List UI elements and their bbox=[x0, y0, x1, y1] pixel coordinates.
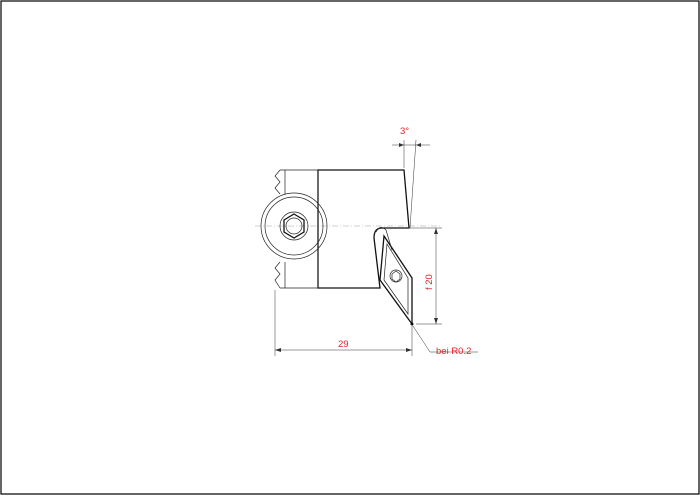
width-label: 29 bbox=[338, 339, 349, 350]
width-dimension bbox=[274, 290, 413, 356]
tool-holder-body bbox=[274, 169, 410, 289]
radius-leader bbox=[412, 325, 478, 353]
rhombic-insert-icon bbox=[379, 234, 413, 326]
hex-socket-screw-icon bbox=[260, 192, 328, 260]
angle-dimension bbox=[392, 139, 430, 229]
radius-label: bei R0.2 bbox=[436, 346, 471, 357]
tool-tip-point bbox=[410, 322, 414, 326]
angle-label: 3° bbox=[400, 126, 409, 137]
height-label: f 20 bbox=[424, 274, 435, 290]
height-dimension bbox=[408, 227, 442, 325]
